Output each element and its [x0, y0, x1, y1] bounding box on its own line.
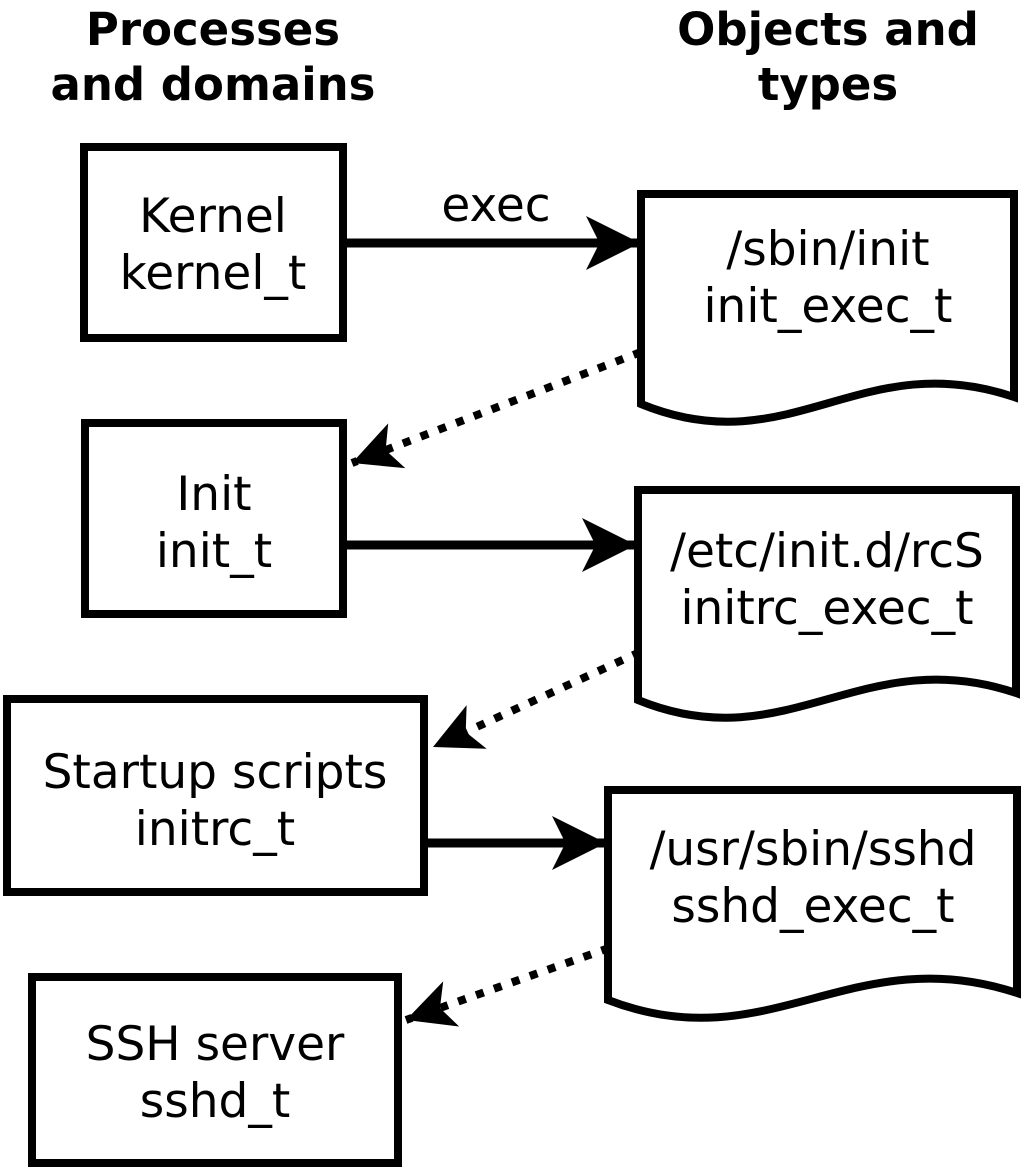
process-startup-name: Startup scripts	[43, 745, 388, 800]
header-processes-line2: and domains	[51, 58, 376, 111]
process-box-ssh-server	[28, 973, 402, 1167]
process-init-name: Init	[176, 467, 251, 522]
dotted-arrow-sshd-exec-to-sshd	[404, 944, 611, 1027]
process-box-kernel	[80, 143, 347, 342]
object-sshd-type: sshd_exec_t	[671, 879, 954, 934]
document-usr-sbin-sshd	[604, 786, 1021, 1022]
process-box-init	[81, 419, 347, 618]
exec-arrows: exec	[346, 178, 640, 870]
object-sbin-init-type: init_exec_t	[704, 279, 953, 334]
document-sbin-init	[637, 190, 1018, 426]
process-box-startup-scripts	[3, 695, 428, 896]
object-rcs-path: /etc/init.d/rcS	[670, 524, 984, 579]
header-objects-line2: types	[758, 58, 898, 111]
object-sbin-init-path: /sbin/init	[726, 222, 929, 277]
exec-arrow-label: exec	[441, 178, 550, 233]
document-etc-initd-rcs	[634, 486, 1020, 722]
process-init-type: init_t	[156, 524, 272, 579]
process-boxes: Kernel kernel_t Init init_t Startup scri…	[3, 143, 428, 1167]
dotted-arrow-init-exec-to-init	[350, 348, 643, 469]
header-objects-line1: Objects and	[677, 3, 979, 56]
object-sshd-path: /usr/sbin/sshd	[650, 822, 977, 877]
process-ssh-name: SSH server	[86, 1017, 345, 1072]
process-kernel-type: kernel_t	[120, 246, 307, 301]
process-ssh-type: sshd_t	[140, 1074, 291, 1129]
object-documents: /sbin/init init_exec_t /etc/init.d/rcS i…	[604, 190, 1021, 1022]
object-rcs-type: initrc_exec_t	[680, 581, 973, 636]
column-headers: Processes and domains Objects and types	[51, 3, 979, 111]
header-processes-line1: Processes	[86, 3, 340, 56]
process-kernel-name: Kernel	[139, 189, 287, 244]
transition-arrows	[350, 348, 643, 1027]
process-startup-type: initrc_t	[135, 802, 295, 857]
dotted-arrow-initrc-exec-to-initrc	[431, 648, 642, 751]
